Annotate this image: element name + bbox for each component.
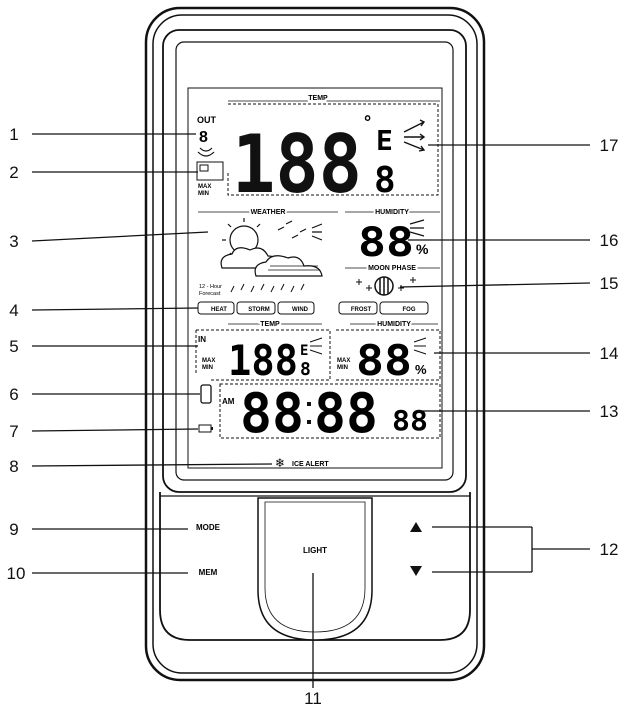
clock-hours: 88 — [240, 382, 304, 445]
max-label: MAX — [198, 184, 211, 190]
callout-4: 4 — [9, 301, 18, 320]
callout-1: 1 — [9, 125, 18, 144]
alert-frost-label: FROST — [351, 307, 372, 313]
indoor-humidity-min: MIN — [337, 365, 348, 371]
alert-storm-box — [236, 301, 276, 315]
outdoor-humidity-value: 88 — [358, 220, 414, 266]
am-label: AM — [222, 397, 235, 406]
alert-indicator-row: HEAT STORM WIND FROST FOG — [197, 301, 429, 315]
alert-storm-label: STORM — [248, 307, 270, 313]
battery-icon — [198, 424, 213, 433]
alert-wind-box — [277, 301, 315, 315]
min-max-icon — [199, 164, 209, 172]
alert-heat-label: HEAT — [211, 307, 227, 313]
outdoor-temp-decimal: 8 — [374, 160, 396, 201]
indoor-humidity-trend-icon — [413, 337, 427, 355]
clock-colon — [307, 402, 311, 424]
callout-7: 7 — [9, 422, 18, 441]
callout-8: 8 — [9, 457, 18, 476]
callout-16: 16 — [600, 231, 619, 250]
callout-2: 2 — [9, 163, 18, 182]
callout-numbers: 1 2 3 4 5 6 7 8 9 10 17 16 15 14 13 12 1… — [7, 125, 619, 706]
indoor-humidity-header: HUMIDITY — [377, 321, 411, 328]
callout-6: 6 — [9, 385, 18, 404]
signal-icon — [197, 147, 215, 157]
device-housing — [144, 6, 486, 682]
clock-frame — [219, 383, 441, 439]
indoor-temp-main: 188 — [228, 336, 298, 385]
callout-15: 15 — [600, 274, 619, 293]
light-label: LIGHT — [303, 546, 327, 555]
callout-lines — [31, 133, 591, 688]
outdoor-temp-main: 188 — [232, 118, 362, 211]
weather-header: WEATHER — [251, 209, 286, 216]
indoor-max-label: MAX — [202, 358, 215, 364]
light-button[interactable] — [257, 497, 373, 641]
moon-phase-icon — [356, 276, 416, 296]
alert-wind-label: WIND — [292, 307, 309, 313]
indoor-temp-decimal: 8 — [300, 359, 311, 380]
clock-minutes: 88 — [314, 382, 378, 445]
snowflake-icon: ❄ — [275, 456, 285, 470]
alert-fog-label: FOG — [403, 307, 416, 313]
alert-frost-box — [338, 301, 378, 315]
indoor-temp-header: TEMP — [260, 321, 280, 328]
temp-header: TEMP — [308, 95, 328, 102]
callout-5: 5 — [9, 337, 18, 356]
channel-digit: 8 — [199, 129, 208, 146]
forecast-note-line1: 12 - Hour — [199, 284, 222, 290]
indoor-humidity-max: MAX — [337, 358, 350, 364]
indoor-humidity-value: 88 — [356, 336, 412, 385]
outdoor-temp-degree: ° — [364, 112, 371, 132]
outdoor-humidity-percent: % — [416, 241, 429, 257]
rain-drops-icon — [230, 283, 305, 293]
callout-13: 13 — [600, 402, 619, 421]
ice-alert-label: ICE ALERT — [292, 461, 329, 468]
callout-17: 17 — [600, 136, 619, 155]
outdoor-temp-frame — [227, 103, 439, 196]
forecast-note-line2: Forecast — [199, 291, 221, 297]
humidity-trend-icon — [409, 219, 425, 237]
trend-arrow-icon — [403, 119, 426, 152]
indoor-temp-trend-icon — [309, 337, 323, 355]
clock-seconds: 88 — [392, 404, 428, 437]
up-arrow-icon[interactable] — [410, 522, 422, 532]
indoor-humidity-percent: % — [415, 362, 427, 377]
callout-3: 3 — [9, 232, 18, 251]
max-min-box — [196, 161, 224, 181]
outdoor-temp-unit: E — [376, 124, 393, 157]
callout-14: 14 — [600, 344, 619, 363]
indoor-humidity-frame — [336, 329, 441, 381]
humidity-header: HUMIDITY — [375, 209, 409, 216]
callout-9: 9 — [9, 520, 18, 539]
indoor-min-label: MIN — [202, 365, 213, 371]
moon-phase-header: MOON PHASE — [368, 265, 416, 272]
indoor-temp-unit: E — [300, 343, 308, 359]
callout-10: 10 — [7, 564, 26, 583]
callout-12: 12 — [600, 540, 619, 559]
out-label: OUT — [197, 115, 217, 125]
alert-fog-box — [379, 301, 429, 315]
mode-button-label[interactable]: MODE — [196, 523, 221, 532]
phone-icon — [200, 384, 212, 404]
indoor-temp-frame — [195, 329, 331, 381]
callout-11: 11 — [304, 689, 322, 706]
sun-cloud-icon — [220, 218, 323, 277]
mem-button-label[interactable]: MEM — [199, 568, 218, 577]
down-arrow-icon[interactable] — [410, 566, 422, 576]
indoor-in-label: IN — [198, 335, 206, 344]
min-label: MIN — [198, 191, 209, 197]
